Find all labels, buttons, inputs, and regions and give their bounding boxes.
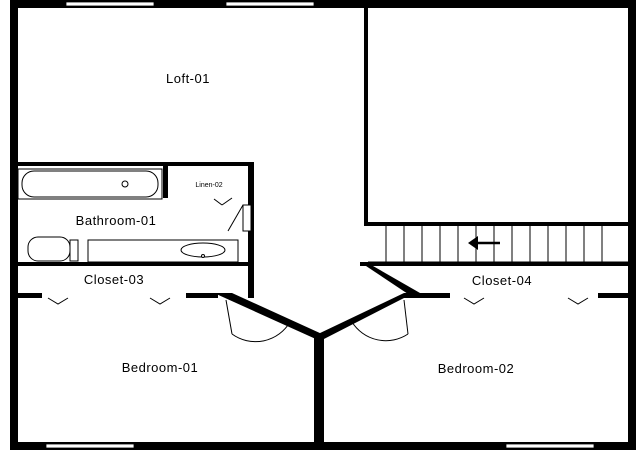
bathroom-top-wall — [14, 162, 254, 166]
outer-wall-top — [10, 0, 636, 8]
closet-03-wall-right — [186, 293, 218, 298]
window-top-mid — [225, 1, 315, 7]
outer-wall-left — [10, 0, 18, 450]
open-area-left-wall — [364, 6, 368, 226]
linen-label: Linen-02 — [195, 182, 222, 189]
bedroom-01-door — [225, 299, 291, 343]
bathtub — [17, 168, 163, 200]
bedroom-02-door — [351, 299, 409, 342]
loft-label: Loft-01 — [166, 71, 210, 86]
closet-04-diagonal-wall — [360, 262, 420, 298]
bedroom-02-label: Bedroom-02 — [438, 361, 515, 376]
window-bottom-left — [45, 443, 135, 449]
arrow-left-icon — [468, 236, 500, 250]
closet-03-label: Closet-03 — [84, 272, 144, 287]
bathroom-door — [242, 204, 252, 232]
closet-04-label: Closet-04 — [472, 273, 532, 288]
vanity-sink — [87, 239, 239, 263]
hall-wall-left — [214, 293, 322, 340]
closet-04-doors — [463, 297, 589, 305]
linen-left-wall — [163, 166, 168, 198]
window-top-left — [65, 1, 155, 7]
bedroom-01-label: Bedroom-01 — [122, 360, 199, 375]
closet-03-wall-left — [14, 293, 42, 298]
hall-wall-right — [318, 293, 424, 340]
window-bottom-right — [505, 443, 595, 449]
bathroom-label: Bathroom-01 — [76, 213, 157, 228]
open-area-bottom-wall — [364, 222, 632, 226]
bedroom-divider-wall — [314, 334, 324, 446]
toilet — [27, 236, 79, 262]
closet-03-doors — [47, 297, 171, 305]
bathroom-bottom-wall — [14, 262, 254, 266]
closet-04-wall-right — [598, 293, 630, 298]
closet-04-wall-left — [420, 293, 450, 298]
linen-door — [221, 197, 233, 206]
closet-04-top-wall — [360, 262, 630, 266]
